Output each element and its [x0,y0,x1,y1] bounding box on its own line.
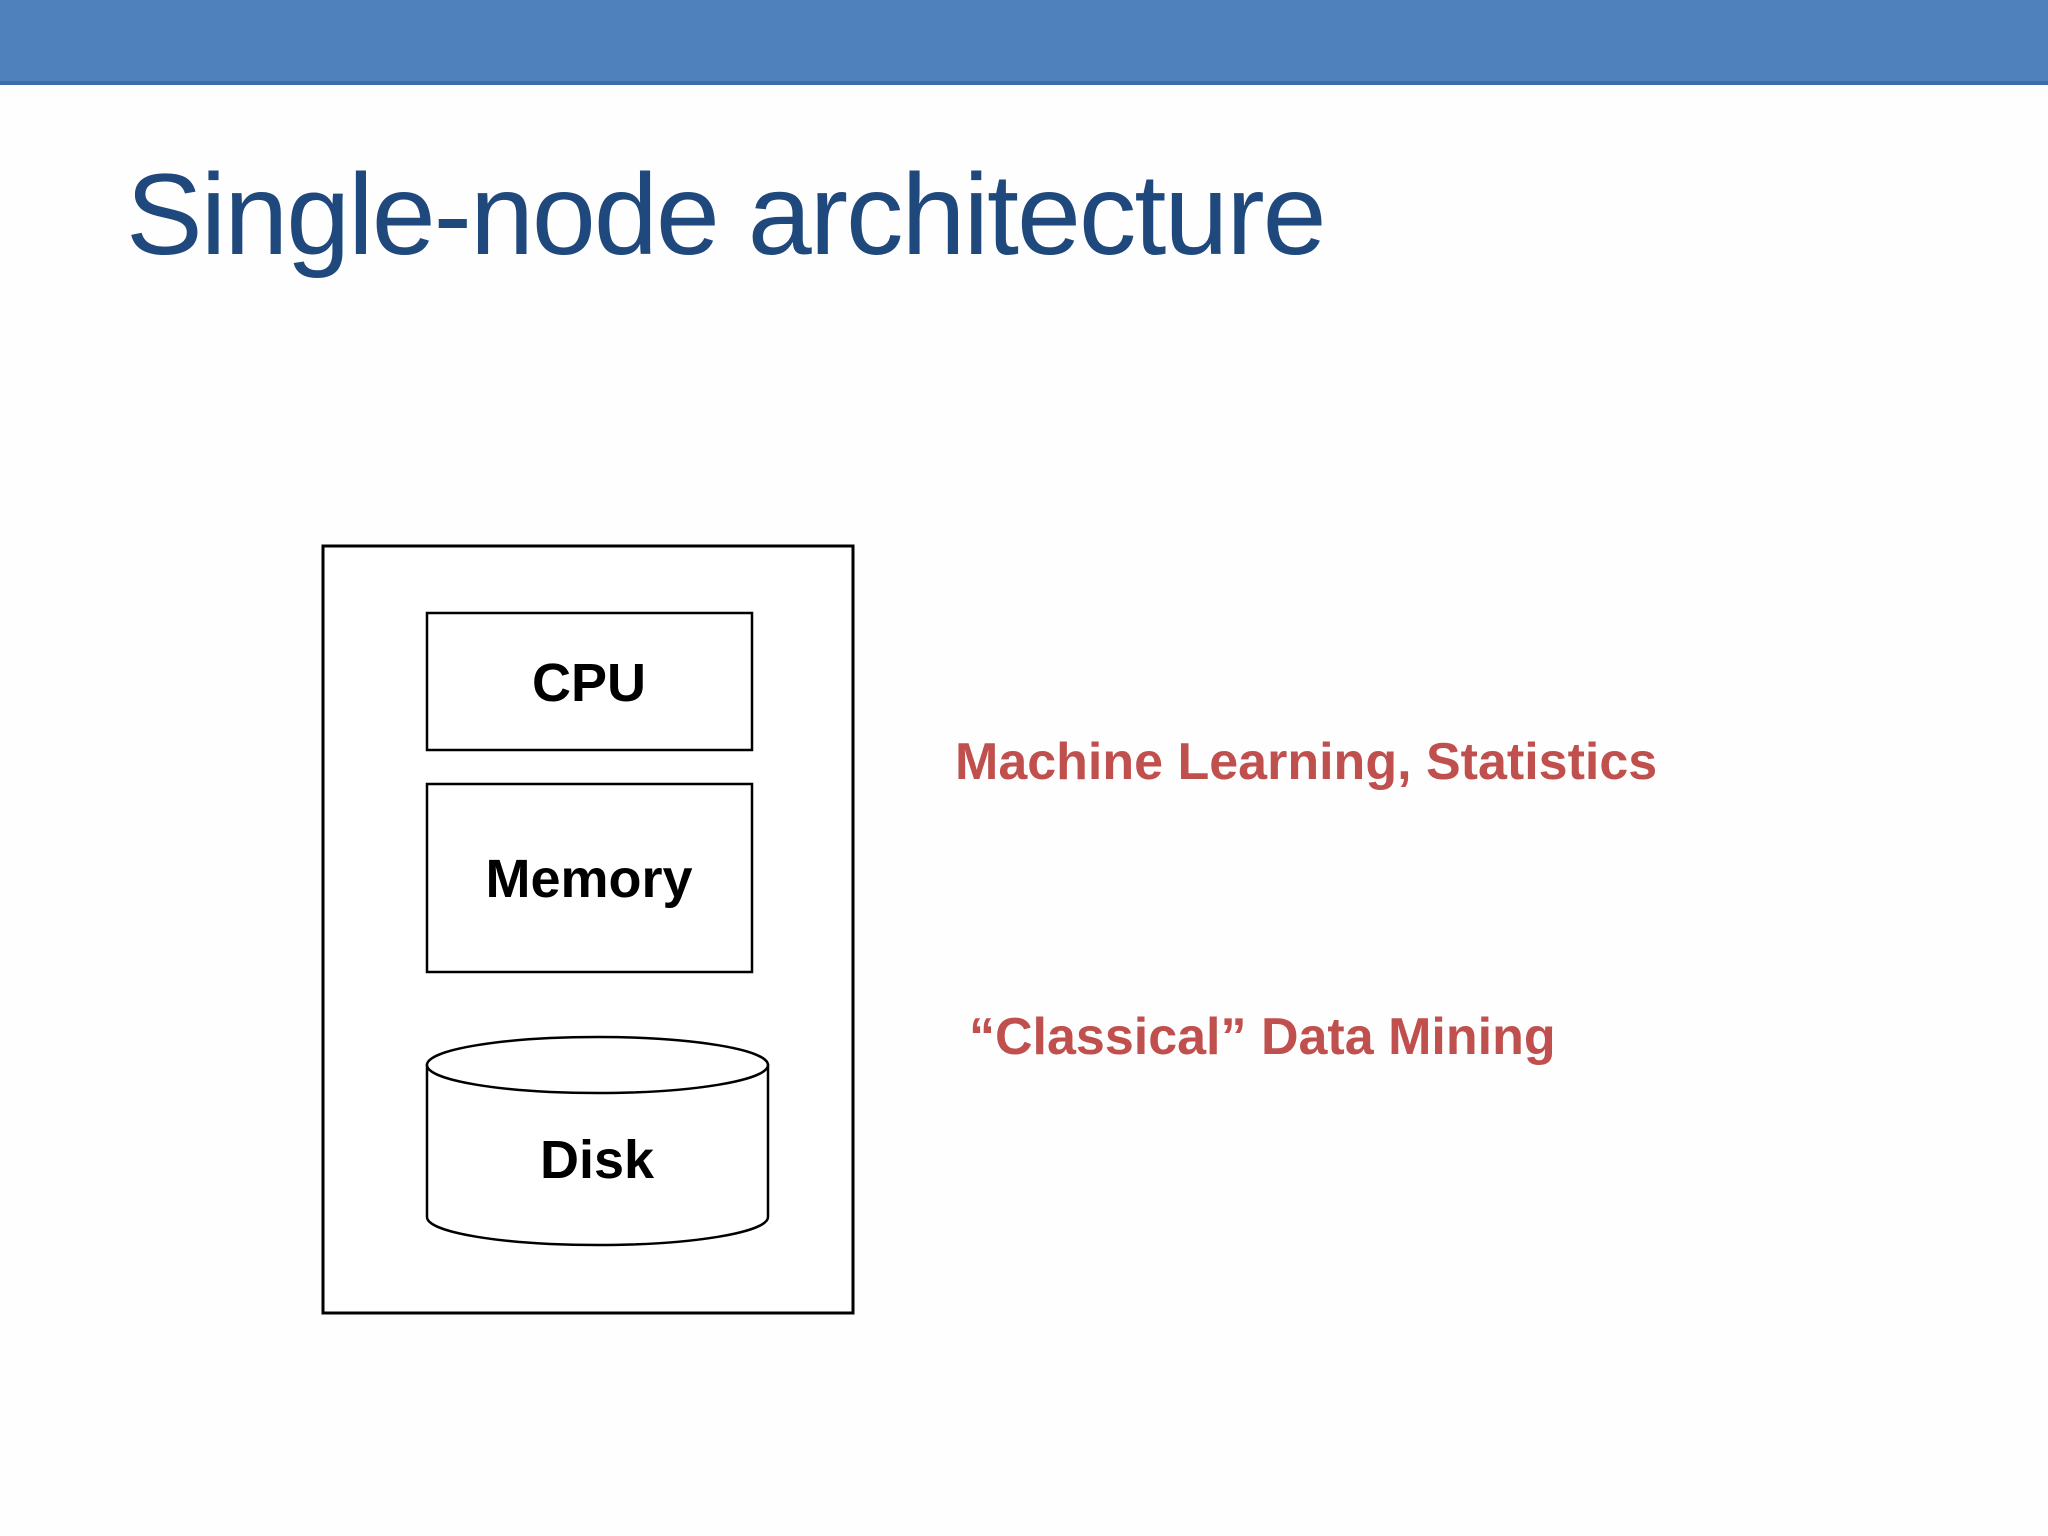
disk-cylinder-top [425,1035,770,1095]
cpu-box [425,611,754,752]
disk-cylinder [425,1035,770,1247]
cpu-label: CPU [532,653,646,713]
disk-label: Disk [540,1130,655,1190]
annotation-machine-learning: Machine Learning, Statistics [955,733,1658,791]
disk-cylinder-body [425,1063,770,1247]
memory-box [425,782,754,974]
slide-title: Single-node architecture [126,151,1327,279]
header-accent-band [0,0,2048,85]
annotation-classical-data-mining: “Classical” Data Mining [969,1008,1556,1066]
memory-label: Memory [485,849,692,909]
